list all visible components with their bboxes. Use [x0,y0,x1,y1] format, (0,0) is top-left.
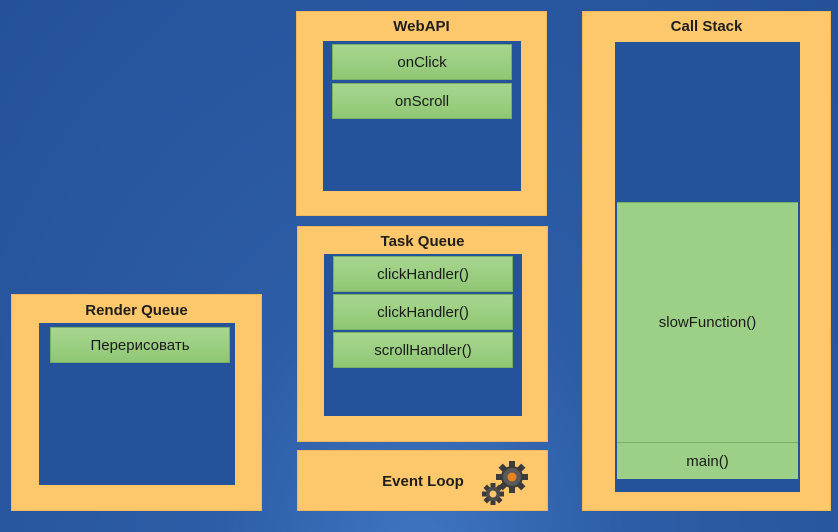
gears-icon [482,461,528,505]
event-loop-label: Event Loop [382,472,464,490]
render-queue-panel: Render Queue Перерисовать [11,294,262,511]
webapi-panel: WebAPI onClick onScroll [296,11,547,216]
webapi-item-onclick: onClick [332,44,512,80]
webapi-container: onClick onScroll [323,41,521,191]
render-queue-title: Render Queue [85,302,188,319]
stack-frame-slowfunction: slowFunction() [617,202,798,442]
call-stack-container: slowFunction() main() [615,42,800,492]
render-queue-container: Перерисовать [39,323,235,485]
task-queue-panel: Task Queue clickHandler() clickHandler()… [297,226,548,442]
task-queue-title: Task Queue [380,233,465,250]
event-loop-panel: Event Loop [297,450,548,511]
task-queue-container: clickHandler() clickHandler() scrollHand… [324,254,522,416]
stack-frame-main: main() [617,442,798,479]
task-queue-item: scrollHandler() [333,332,513,368]
task-queue-item: clickHandler() [333,294,513,330]
webapi-title: WebAPI [393,18,450,35]
call-stack-panel: Call Stack slowFunction() main() [582,11,831,511]
render-queue-item: Перерисовать [50,327,230,363]
call-stack-title: Call Stack [670,18,743,35]
webapi-item-onscroll: onScroll [332,83,512,119]
task-queue-item: clickHandler() [333,256,513,292]
